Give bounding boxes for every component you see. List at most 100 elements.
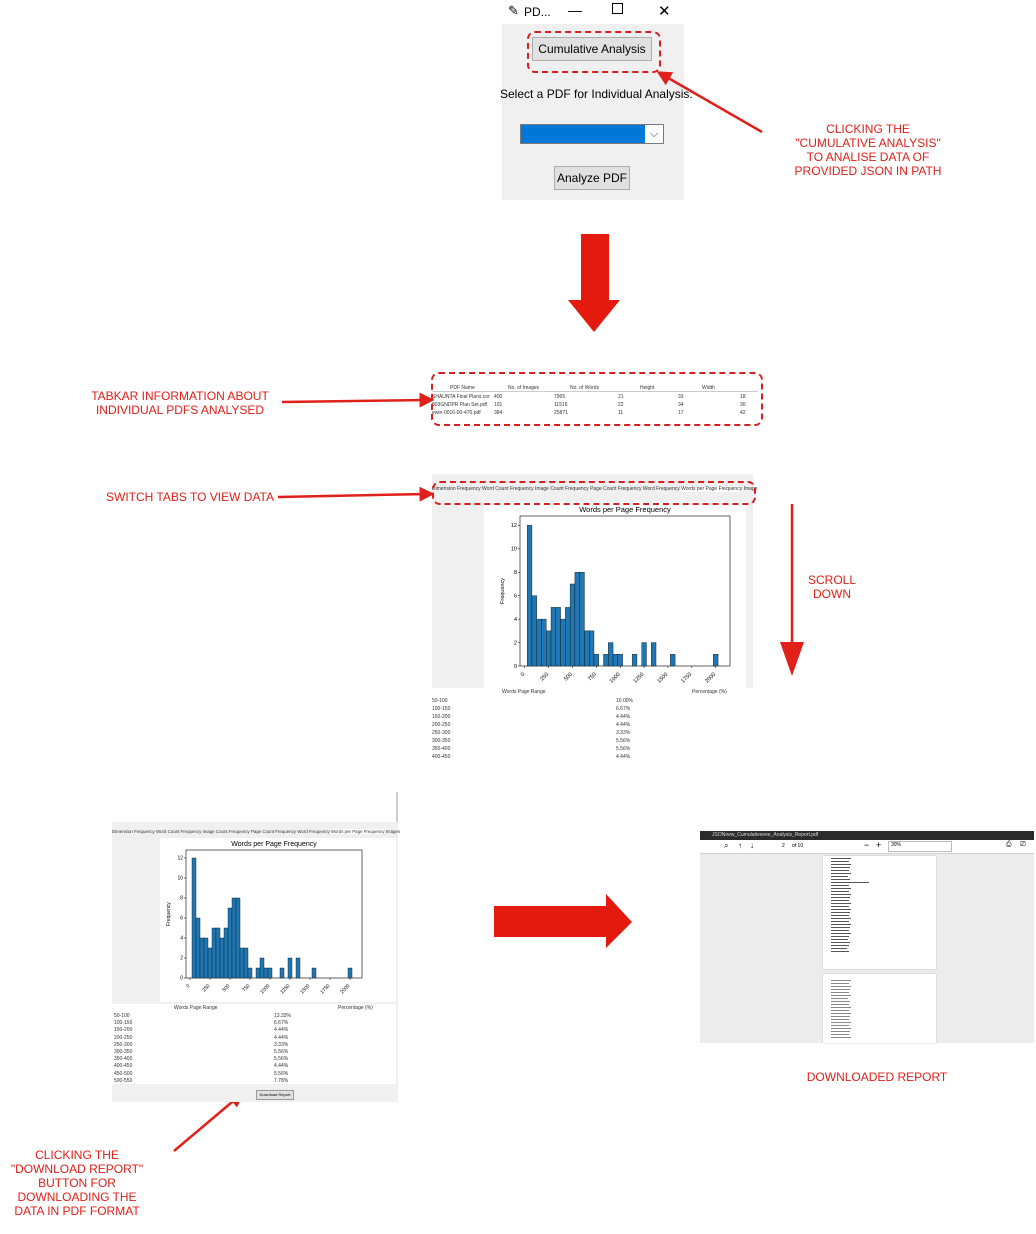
freq-percent: 4.44% <box>274 1027 289 1034</box>
freq-header: Percentage (%) <box>338 1005 373 1011</box>
y-tick-label: 6 <box>180 916 183 922</box>
histogram-bar <box>541 618 547 667</box>
y-tick-label: 10 <box>177 876 183 882</box>
histogram-bar <box>239 947 245 979</box>
annotation-switch-tabs: SWITCH TABS TO VIEW DATA <box>105 490 275 504</box>
y-tick-label: 8 <box>514 570 517 576</box>
annotation-line: INDIVIDUAL PDFS ANALYSED <box>95 403 265 417</box>
annotation-downloaded: DOWNLOADED REPORT <box>806 1070 948 1084</box>
tab-dimension-frequency[interactable]: Dimension Frequency <box>112 829 155 834</box>
histogram-bar <box>526 525 533 667</box>
freq-percent: 3.33% <box>616 730 631 736</box>
close-icon[interactable]: ✕ <box>658 3 671 20</box>
tab-word-count-frequency[interactable]: Word Count Frequency <box>482 486 534 492</box>
table-header: No. of Words <box>570 385 600 391</box>
title-bar: ✎ PD... — ✕ <box>502 0 684 24</box>
tab-dimension-frequency[interactable]: Dimension Frequency <box>432 486 481 492</box>
minimize-icon[interactable]: — <box>568 2 582 18</box>
pdf-viewer: JSONnew_Cumulativeeee_Analysis_Report.pd… <box>700 831 1034 1043</box>
table-header: No. of Images <box>508 385 540 391</box>
page-text-lines <box>831 980 851 1038</box>
histogram-bar <box>651 642 657 667</box>
chevron-down-icon[interactable]: ⌵ <box>645 125 663 143</box>
up-arrow-icon[interactable]: ↑ <box>738 841 742 850</box>
page-number[interactable]: 2 <box>782 843 785 849</box>
tab-word-frequency[interactable]: Word Frequency <box>642 486 680 492</box>
page-total: of 10 <box>792 843 804 849</box>
search-icon[interactable]: ⌕ <box>724 841 729 850</box>
annotation-line: DOWNLOADING THE <box>17 1190 137 1204</box>
annotation-cumulative: CLICKING THE "CUMULATIVE ANALYSIS" TO AN… <box>770 122 966 178</box>
tab-image-count-frequency[interactable]: Image Count Frequency <box>202 829 250 834</box>
tab-word-frequency[interactable]: Word Frequency <box>297 829 330 834</box>
x-tick-label: 2000 <box>339 983 351 995</box>
down-arrow-icon[interactable]: ↓ <box>750 841 754 850</box>
freq-range: 200-250 <box>432 722 451 728</box>
maximize-icon[interactable] <box>612 3 623 14</box>
freq-percent: 4.44% <box>274 1034 289 1041</box>
tab-page-count-frequency[interactable]: Page Count Frequency <box>250 829 296 834</box>
zoom-in-icon[interactable]: + <box>876 840 882 850</box>
tab-words-per-page-frequency[interactable]: Words per Page Frequency <box>681 486 743 492</box>
histogram-bar <box>569 583 576 667</box>
histogram-bar <box>579 572 585 667</box>
zoom-out-icon[interactable]: − <box>864 840 870 850</box>
x-tick-label: 750 <box>587 672 598 683</box>
x-tick-label: 250 <box>201 983 211 993</box>
freq-percent: 4.44% <box>616 722 631 728</box>
histogram-bar <box>631 654 638 667</box>
table-cell: 25871 <box>554 410 568 416</box>
tab-page-count-frequency[interactable]: Page Count Frequency <box>590 486 642 492</box>
freq-range: 400-450 <box>114 1063 133 1070</box>
x-tick-label: 1500 <box>656 672 669 685</box>
annotation-line: SCROLL <box>807 573 857 587</box>
histogram-bar <box>235 897 241 979</box>
zoom-select[interactable]: 30% <box>888 841 952 852</box>
histogram-bar <box>612 654 619 667</box>
freq-percent: 10.00% <box>616 698 633 704</box>
freq-percent: 4.44% <box>274 1063 289 1070</box>
pdf-select-dropdown[interactable]: ⌵ <box>520 124 664 144</box>
cumulative-analysis-button[interactable]: Cumulative Analysis <box>532 37 652 61</box>
table-cell: 384 <box>494 410 503 416</box>
histogram-bar <box>617 654 623 667</box>
download-icon[interactable]: ⎙ <box>1006 841 1012 848</box>
freq-percent: 5.56% <box>274 1070 289 1077</box>
download-report-button[interactable]: Download Report <box>256 1090 294 1100</box>
y-tick-label: 8 <box>180 896 183 902</box>
histogram-bar <box>593 654 599 667</box>
y-tick-label: 12 <box>177 856 183 862</box>
x-tick-label: 250 <box>539 672 550 683</box>
tab-image-count-frequency[interactable]: Image Count Frequency <box>535 486 589 492</box>
x-tick-label: 1750 <box>680 672 693 685</box>
histogram-bar <box>247 967 253 979</box>
histogram-bar <box>203 937 209 979</box>
print-icon[interactable]: ⎚ <box>1020 841 1026 848</box>
freq-range: 300-350 <box>114 1049 133 1055</box>
freq-percent: 4.44% <box>616 754 631 760</box>
y-axis-label: Frequency <box>166 902 172 926</box>
histogram-bar <box>195 917 201 979</box>
analyze-pdf-button[interactable]: Analyze PDF <box>554 166 630 190</box>
tab-image[interactable]: Image <box>743 486 758 492</box>
tab-words-per-page-frequency[interactable]: Words per Page Frequency <box>330 829 385 834</box>
histogram-bar <box>546 630 552 667</box>
histogram-bar <box>255 967 261 979</box>
tab-word-count-frequency[interactable]: Word Count Frequency <box>155 829 202 834</box>
histogram-bar <box>211 927 217 979</box>
y-tick-label: 4 <box>180 936 183 942</box>
histogram-bar <box>227 907 233 979</box>
y-tick-label: 6 <box>514 594 517 600</box>
annotation-line: CLICKING THE <box>826 122 910 136</box>
plot-frame <box>185 849 363 979</box>
table-cell: 18 <box>740 394 746 400</box>
tab-images[interactable]: Images <box>385 829 401 834</box>
pdf-page <box>823 856 936 969</box>
x-tick-label: 1250 <box>633 672 646 685</box>
histogram-bar <box>565 607 571 667</box>
